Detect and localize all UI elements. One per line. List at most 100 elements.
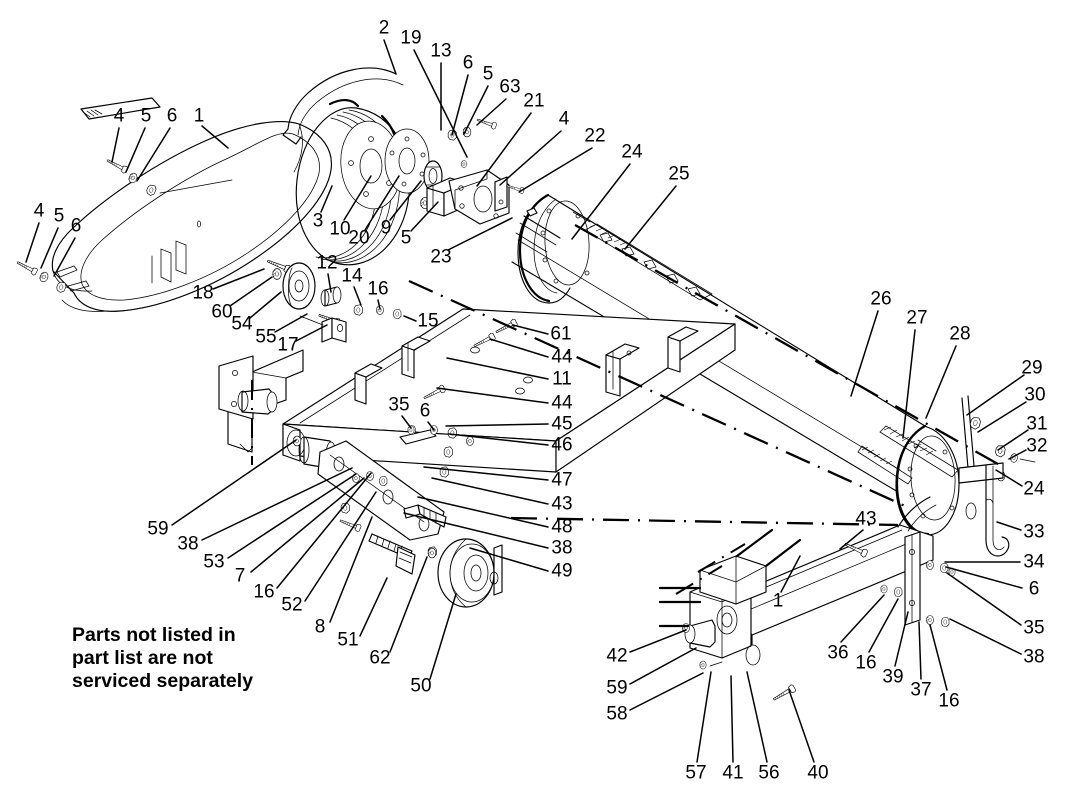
leader-22 xyxy=(518,147,593,193)
callout-24: 24 xyxy=(1023,478,1045,500)
leader-16 xyxy=(377,299,381,310)
leader-54 xyxy=(249,291,282,319)
leader-49 xyxy=(469,547,549,572)
note-parts-not-listed: Parts not listed in part list are not se… xyxy=(72,624,254,692)
callout-18: 18 xyxy=(192,282,214,304)
callout-3: 3 xyxy=(312,210,324,232)
leader-14 xyxy=(353,286,362,306)
leader-9 xyxy=(389,180,422,221)
leader-41 xyxy=(730,675,734,763)
callout-5: 5 xyxy=(400,227,412,249)
leader-25 xyxy=(624,185,677,250)
leader-24 xyxy=(995,469,1023,487)
callout-39: 39 xyxy=(882,666,904,688)
callout-2: 2 xyxy=(378,17,390,39)
callout-14: 14 xyxy=(341,265,363,287)
leader-59 xyxy=(629,647,697,685)
leader-40 xyxy=(788,689,815,763)
leader-44 xyxy=(436,387,549,404)
leader-50 xyxy=(429,593,457,680)
v-belt xyxy=(80,67,404,145)
callout-43: 43 xyxy=(855,508,877,530)
callout-33: 33 xyxy=(1023,521,1045,543)
callout-6: 6 xyxy=(1028,578,1040,600)
callout-1: 1 xyxy=(193,105,205,127)
leader-36 xyxy=(840,594,885,643)
callout-35: 35 xyxy=(1023,617,1045,639)
callout-13: 13 xyxy=(430,40,452,62)
callout-7: 7 xyxy=(234,565,246,587)
callout-52: 52 xyxy=(281,594,303,616)
leader-10 xyxy=(343,175,372,221)
callout-63: 63 xyxy=(499,76,521,98)
callout-45: 45 xyxy=(551,413,573,435)
leader-52 xyxy=(304,491,377,602)
callout-37: 37 xyxy=(910,679,932,701)
callout-53: 53 xyxy=(203,551,225,573)
leader-60 xyxy=(229,276,273,307)
callout-38: 38 xyxy=(1023,646,1045,668)
callout-6: 6 xyxy=(462,52,474,74)
leader-33 xyxy=(996,521,1022,531)
callout-5: 5 xyxy=(140,105,152,127)
leader-16 xyxy=(276,472,372,589)
callout-15: 15 xyxy=(417,310,439,332)
leader-2 xyxy=(383,39,397,75)
callout-17: 17 xyxy=(277,334,299,356)
leader-1 xyxy=(780,555,801,593)
callout-4: 4 xyxy=(113,105,125,127)
callout-29: 29 xyxy=(1021,357,1043,379)
leader-35 xyxy=(946,572,1022,626)
leader-12 xyxy=(327,273,332,293)
callout-34: 34 xyxy=(1023,551,1045,573)
leader-24 xyxy=(571,163,631,240)
callout-25: 25 xyxy=(668,163,690,185)
callout-59: 59 xyxy=(606,677,628,699)
idler-pulley-group xyxy=(265,256,402,343)
leader-6 xyxy=(427,421,435,431)
leader-53 xyxy=(227,473,357,559)
callout-61: 61 xyxy=(550,323,572,345)
leader-46 xyxy=(448,433,549,446)
leader-44 xyxy=(489,338,549,358)
leader-20 xyxy=(364,175,400,231)
leader-32 xyxy=(1008,449,1027,460)
leader-43 xyxy=(839,529,864,550)
callout-36: 36 xyxy=(827,642,849,664)
inset-frame-rail xyxy=(658,496,956,704)
leader-8 xyxy=(329,516,373,623)
leader-39 xyxy=(894,611,909,667)
callout-16: 16 xyxy=(855,652,877,674)
callout-22: 22 xyxy=(584,125,606,147)
callout-16: 16 xyxy=(938,690,960,712)
callout-24: 24 xyxy=(621,141,643,163)
latch-hardware-group xyxy=(958,395,1036,557)
leader-15 xyxy=(403,315,417,322)
callout-8: 8 xyxy=(314,616,326,638)
leader-11 xyxy=(446,357,549,380)
callout-21: 21 xyxy=(523,90,545,112)
leader-30 xyxy=(977,401,1027,433)
leader-61 xyxy=(512,324,549,335)
leader-42 xyxy=(629,629,687,653)
callout-9: 9 xyxy=(380,217,392,239)
mount-plate-detail xyxy=(218,355,278,420)
leader-4 xyxy=(499,130,562,186)
leader-4 xyxy=(111,127,120,163)
callout-32: 32 xyxy=(1026,435,1048,457)
leader-43 xyxy=(431,477,549,505)
callout-5: 5 xyxy=(53,205,65,227)
callout-43: 43 xyxy=(551,493,573,515)
callout-leader-lines xyxy=(25,39,1029,763)
roller-blade-strip-lower xyxy=(879,425,959,478)
callout-16: 16 xyxy=(367,278,389,300)
leader-23 xyxy=(447,217,513,251)
leader-5 xyxy=(463,85,489,135)
callout-38: 38 xyxy=(551,537,573,559)
callout-50: 50 xyxy=(410,675,432,697)
bell-housing-21 xyxy=(448,169,510,225)
belt-cover-assembly xyxy=(51,121,333,312)
callout-31: 31 xyxy=(1026,413,1048,435)
leader-29 xyxy=(966,374,1025,416)
